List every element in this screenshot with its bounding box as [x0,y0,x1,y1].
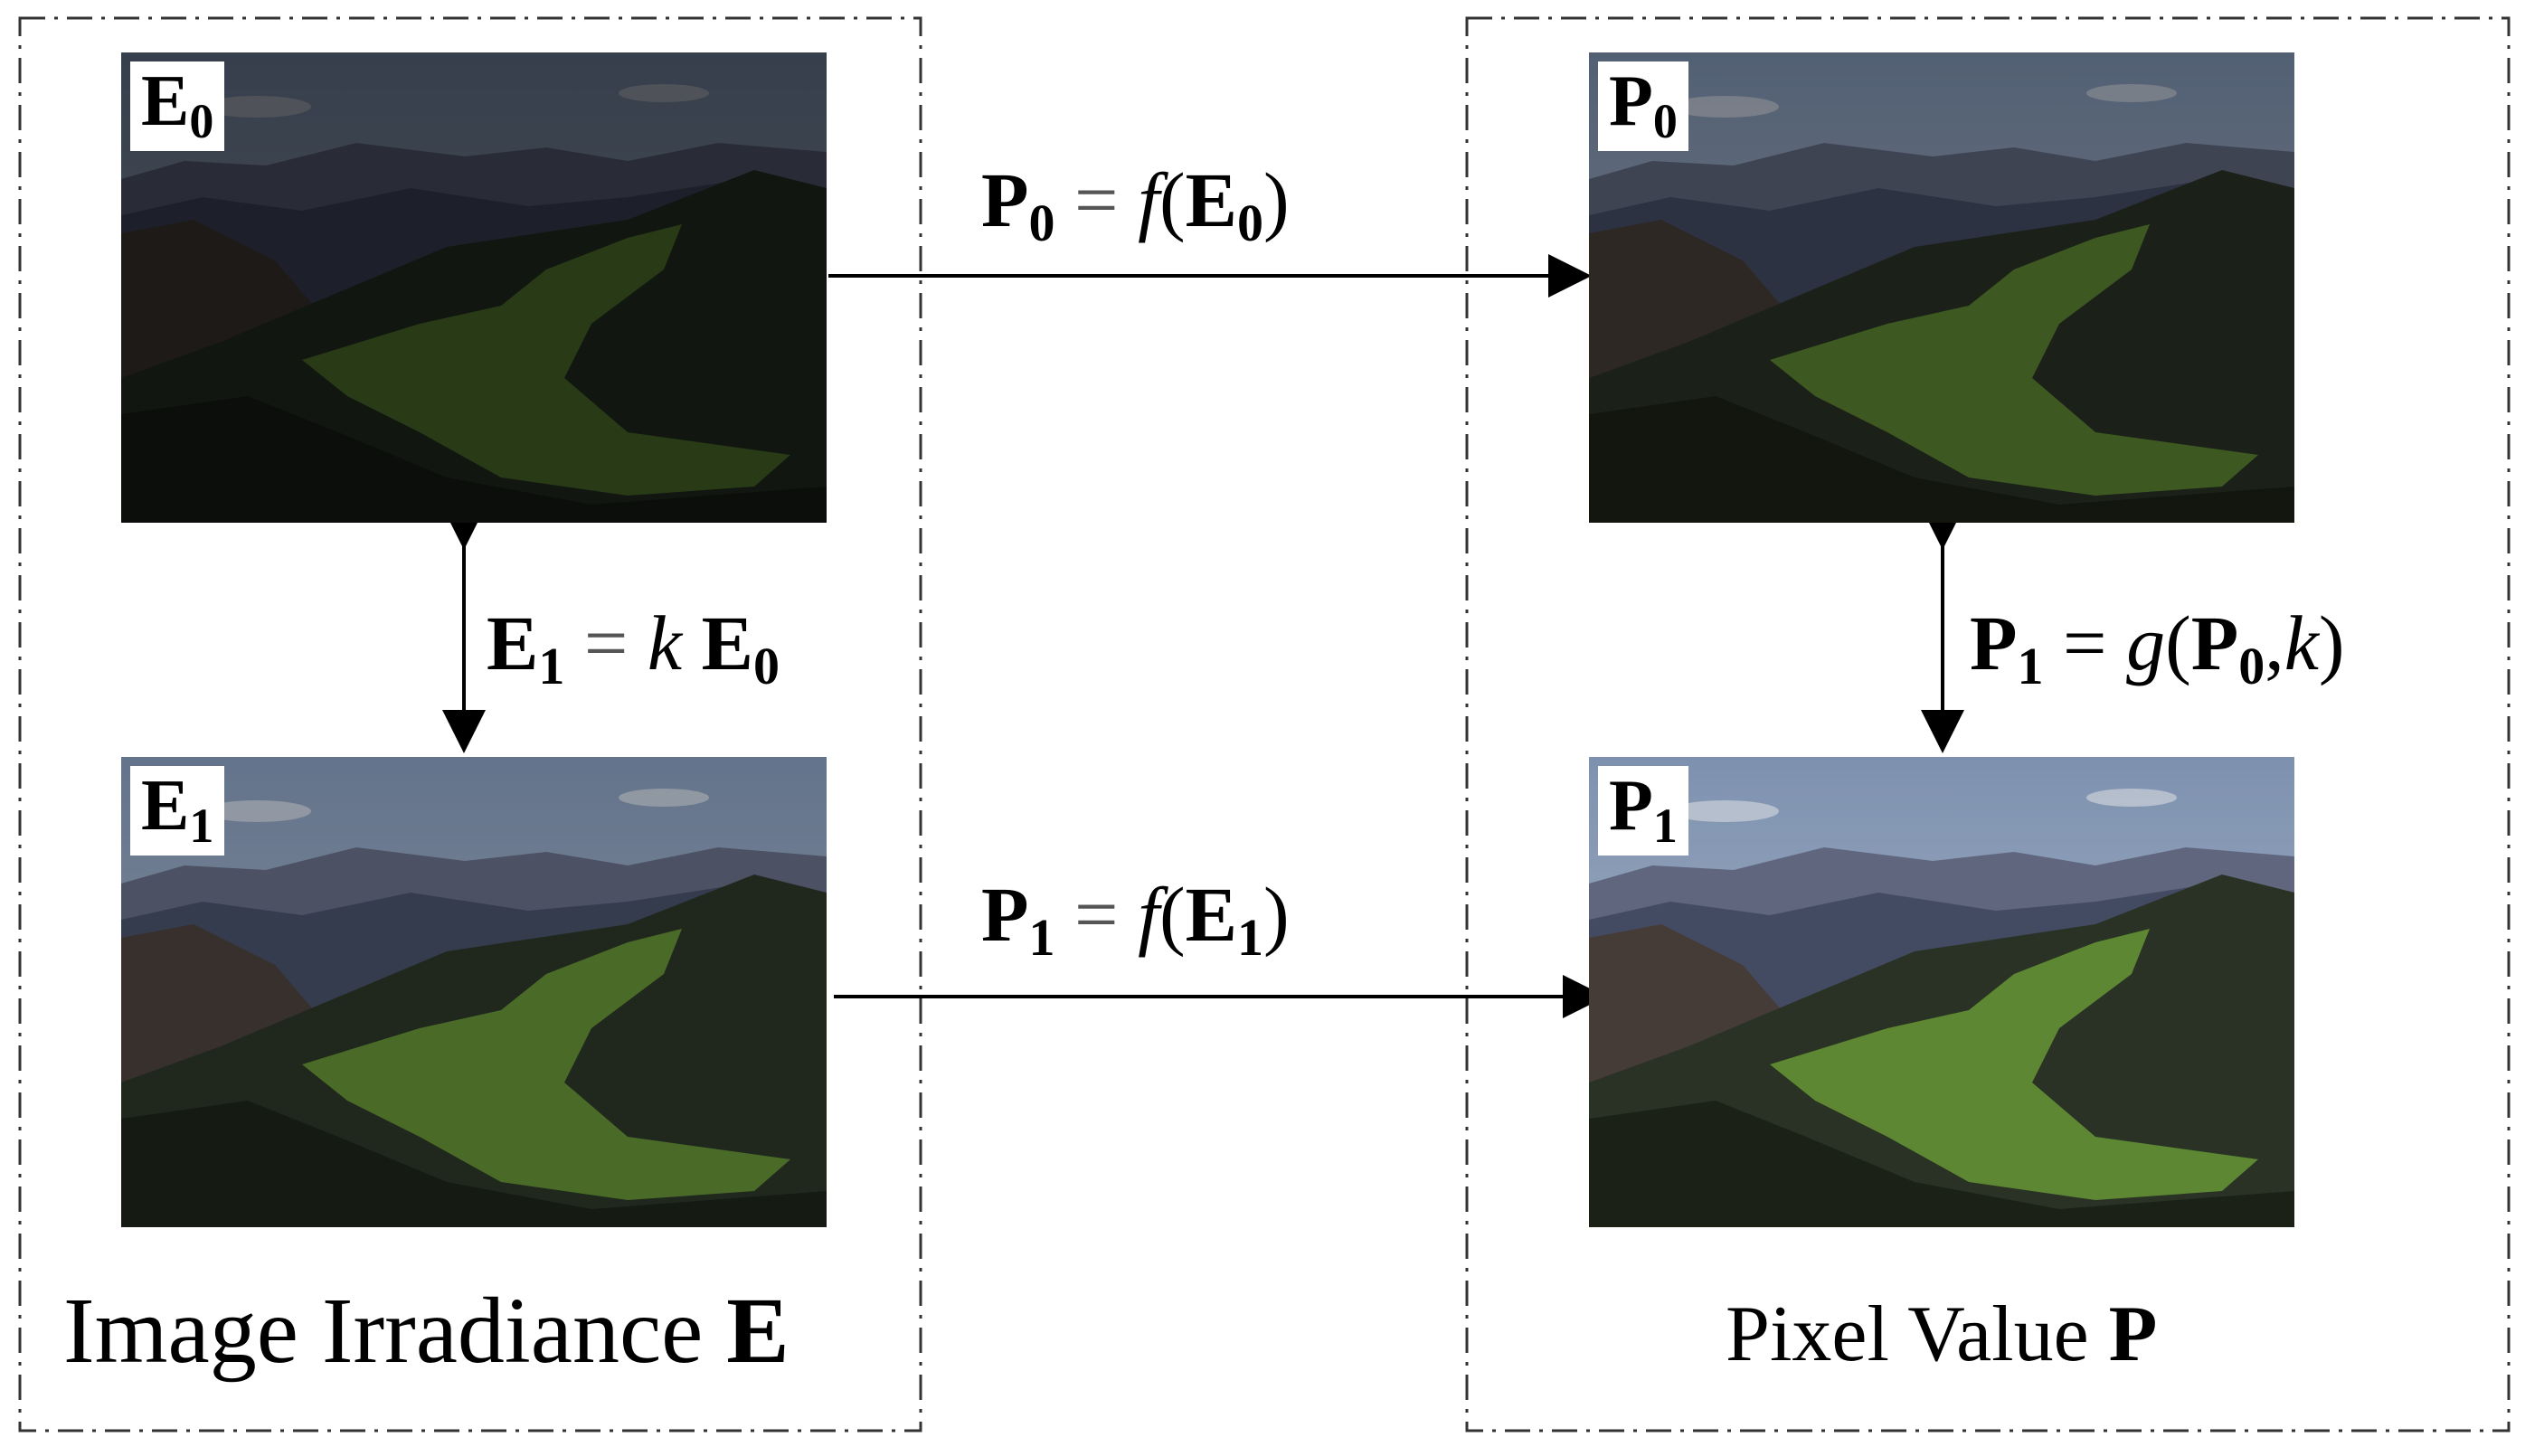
left-panel-frame [18,16,922,1432]
image-p1-label: P1 [1598,766,1688,856]
image-p0: P0 [1589,52,2294,523]
left-panel-caption: Image Irradiance E [63,1279,790,1383]
equation-right-vertical: P1 = g(P0,k) [1970,600,2345,695]
image-p0-label: P0 [1598,61,1688,151]
image-e0: E0 [121,52,827,523]
right-panel-caption: Pixel Value P [1726,1291,2158,1378]
equation-bottom: P1 = f(E1) [981,871,1290,967]
image-e1-label: E1 [130,766,225,856]
image-p1: P1 [1589,757,2294,1227]
image-e0-label: E0 [130,61,225,151]
image-e1: E1 [121,757,827,1227]
equation-top: P0 = f(E0) [981,156,1290,252]
right-panel-frame [1465,16,2511,1432]
equation-left-vertical: E1 = k E0 [487,600,780,695]
